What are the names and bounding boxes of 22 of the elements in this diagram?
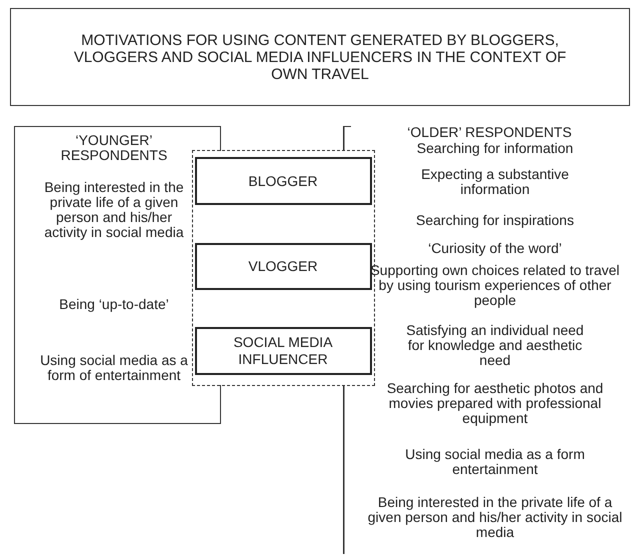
motivation-text: Being ‘up-to-date’ [58,297,170,312]
motivation-text: Searching for information [416,141,574,156]
category-box [194,243,372,290]
title-box [10,8,630,106]
group-heading: ‘OLDER’ RESPONDENTS [351,125,628,140]
motivation-text: Being interested in the private life of a given person and his/her activity in social media [43,180,185,240]
motivation-text: Expecting a substantive information [420,167,570,197]
heading-text: MOTIVATIONS FOR USING CONTENT GENERATED BY BLOGGERS, VLOGGERS AND SOCIAL MEDIA INFLUENCERS IN THE CONTEXT OF OWN TRAVEL [72,32,568,82]
motivation-text: Satisfying an individual need for knowledge and aesthetic need [405,323,585,368]
motivation-text: Being interested in the private life of a given person and his/her activity in social media [366,495,624,540]
motivation-text: Supporting own choices related to travel by using tourism experiences of other people [369,263,621,308]
motivation-text: Using social media as a form of entertainment [39,353,189,383]
category-box [194,157,372,205]
category-label: BLOGGER [247,172,319,190]
motivation-text: ‘Curiosity of the word’ [427,241,563,256]
group-panel [14,126,221,424]
category-label: SOCIAL MEDIA INFLUENCER [232,334,334,368]
category-box [194,327,372,375]
category-label: VLOGGER [247,258,319,275]
motivation-text: Using social media as a form entertainment [404,447,586,477]
motivation-text: Searching for inspirations [415,213,575,228]
motivation-text: Searching for aesthetic photos and movies prepared with professional equipment [386,381,604,426]
